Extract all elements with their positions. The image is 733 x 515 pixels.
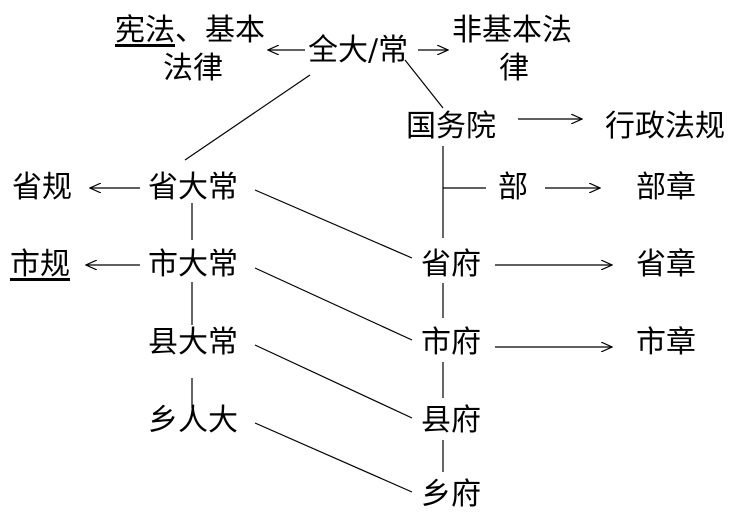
constitution-label: 宪法 bbox=[115, 13, 175, 48]
province-rules: 省章 bbox=[636, 247, 696, 282]
county-congress: 县大常 bbox=[148, 325, 238, 360]
township-congress: 乡人大 bbox=[148, 403, 238, 438]
city-congress: 市大常 bbox=[148, 247, 238, 282]
province-government: 省府 bbox=[421, 247, 481, 282]
state-council: 国务院 bbox=[406, 109, 496, 144]
city-rules: 市章 bbox=[636, 325, 696, 360]
province-congress: 省大常 bbox=[148, 170, 238, 205]
constitution-node: 宪法、基本 bbox=[115, 14, 265, 48]
ministry: 部 bbox=[498, 170, 528, 205]
basic-law-label: 法律 bbox=[163, 51, 223, 86]
county-government: 县府 bbox=[421, 403, 481, 438]
line-top-to-province-congress bbox=[184, 74, 311, 161]
province-regulations: 省规 bbox=[12, 170, 72, 205]
township-government: 乡府 bbox=[421, 477, 481, 512]
nonbasic-law-line1: 非基本法 bbox=[452, 13, 572, 48]
nonbasic-law-line2: 律 bbox=[499, 51, 529, 86]
npc-standing-committee: 全大/常 bbox=[308, 33, 409, 68]
ministry-rules: 部章 bbox=[636, 170, 696, 205]
city-government: 市府 bbox=[421, 325, 481, 360]
basic-label: 、基本 bbox=[175, 13, 265, 48]
line-city-congress-to-city-gov bbox=[254, 267, 413, 341]
line-county-congress-to-county-gov bbox=[254, 344, 413, 419]
city-regulations: 市规 bbox=[10, 247, 70, 282]
line-province-congress-to-province-gov bbox=[254, 189, 413, 259]
administrative-regulations: 行政法规 bbox=[605, 109, 725, 144]
line-township-congress-to-township-gov bbox=[254, 422, 413, 493]
line-top-to-state-council bbox=[404, 59, 444, 109]
